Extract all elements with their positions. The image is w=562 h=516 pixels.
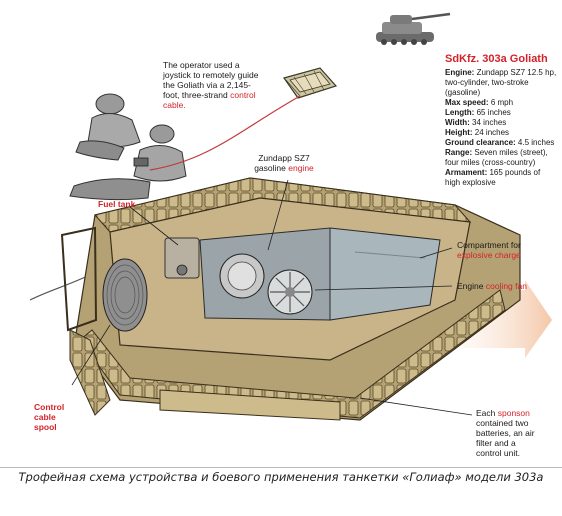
compartment-text: Compartment for [457, 240, 521, 250]
figure-caption: Трофейная схема устройства и боевого при… [18, 470, 544, 484]
goliath-illustration [29, 12, 552, 421]
spec-value: Zundapp SZ7 12.5 hp, two-cylinder, two-s… [445, 68, 557, 97]
sponson-label: Each sponson contained two batteries, an… [476, 408, 538, 458]
compartment-red-text: explosive charge [457, 250, 521, 260]
operator-label: The operator used a joystick to remotely… [163, 60, 261, 110]
spec-value: 6 mph [490, 98, 514, 107]
spec-key: Ground clearance: [445, 138, 516, 147]
cooling-text: Engine [457, 281, 484, 291]
spec-row: Range: Seven miles (street), four miles … [445, 148, 557, 168]
spec-value: 4.5 inches [517, 138, 555, 147]
compartment-label: Compartment for explosive charge [457, 240, 547, 260]
sponson-red-text: sponson [497, 408, 530, 418]
tank-silhouette [376, 12, 451, 45]
spec-row: Width: 34 inches [445, 118, 557, 128]
spec-key: Height: [445, 128, 473, 137]
spec-row: Armament: 165 pounds of high explosive [445, 168, 557, 188]
spec-value: 34 inches [472, 118, 507, 127]
engine-text: Zundapp SZ7 gasoline [254, 153, 310, 173]
spec-table: Engine: Zundapp SZ7 12.5 hp, two-cylinde… [445, 68, 557, 188]
caption-divider [0, 467, 562, 468]
spec-title: SdKfz. 303a Goliath [445, 53, 548, 65]
operator-red-text: control cable. [163, 90, 256, 110]
spec-key: Width: [445, 118, 470, 127]
soldiers [69, 93, 187, 201]
spec-value: 165 pounds of high explosive [445, 168, 541, 187]
spool-label: Control cable spool [34, 402, 65, 432]
spec-row: Ground clearance: 4.5 inches [445, 138, 557, 148]
sponson-text-a: Each [476, 408, 496, 418]
spec-key: Engine: [445, 68, 475, 77]
spec-row: Engine: Zundapp SZ7 12.5 hp, two-cylinde… [445, 68, 557, 98]
control-cable [149, 95, 301, 171]
spec-row: Length: 65 inches [445, 108, 557, 118]
cooling-red-text: cooling fan [485, 281, 527, 291]
mini-goliath [283, 67, 338, 99]
goliath-vehicle [60, 177, 521, 421]
engine-label: Zundapp SZ7 gasoline engine [248, 153, 320, 173]
cooling-fan-label: Engine cooling fan [457, 281, 557, 291]
engine-red-text: engine [288, 163, 314, 173]
operator-text: The operator used a joystick to remotely… [163, 60, 259, 100]
spec-value: Seven miles (street), four miles (cross-… [445, 148, 548, 167]
spec-key: Max speed: [445, 98, 489, 107]
sponson-text-b: contained two batteries, an air filter a… [476, 418, 535, 458]
spec-key: Length: [445, 108, 475, 117]
spec-value: 24 inches [474, 128, 510, 137]
diagram-canvas: The operator used a joystick to remotely… [29, 12, 557, 458]
spec-row: Max speed: 6 mph [445, 98, 557, 108]
fuel-tank-label: Fuel tank [98, 199, 136, 209]
spec-key: Armament: [445, 168, 488, 177]
leader-lines [71, 179, 473, 416]
spec-value: 65 inches [476, 108, 511, 117]
spec-row: Height: 24 inches [445, 128, 557, 138]
spec-key: Range: [445, 148, 473, 157]
